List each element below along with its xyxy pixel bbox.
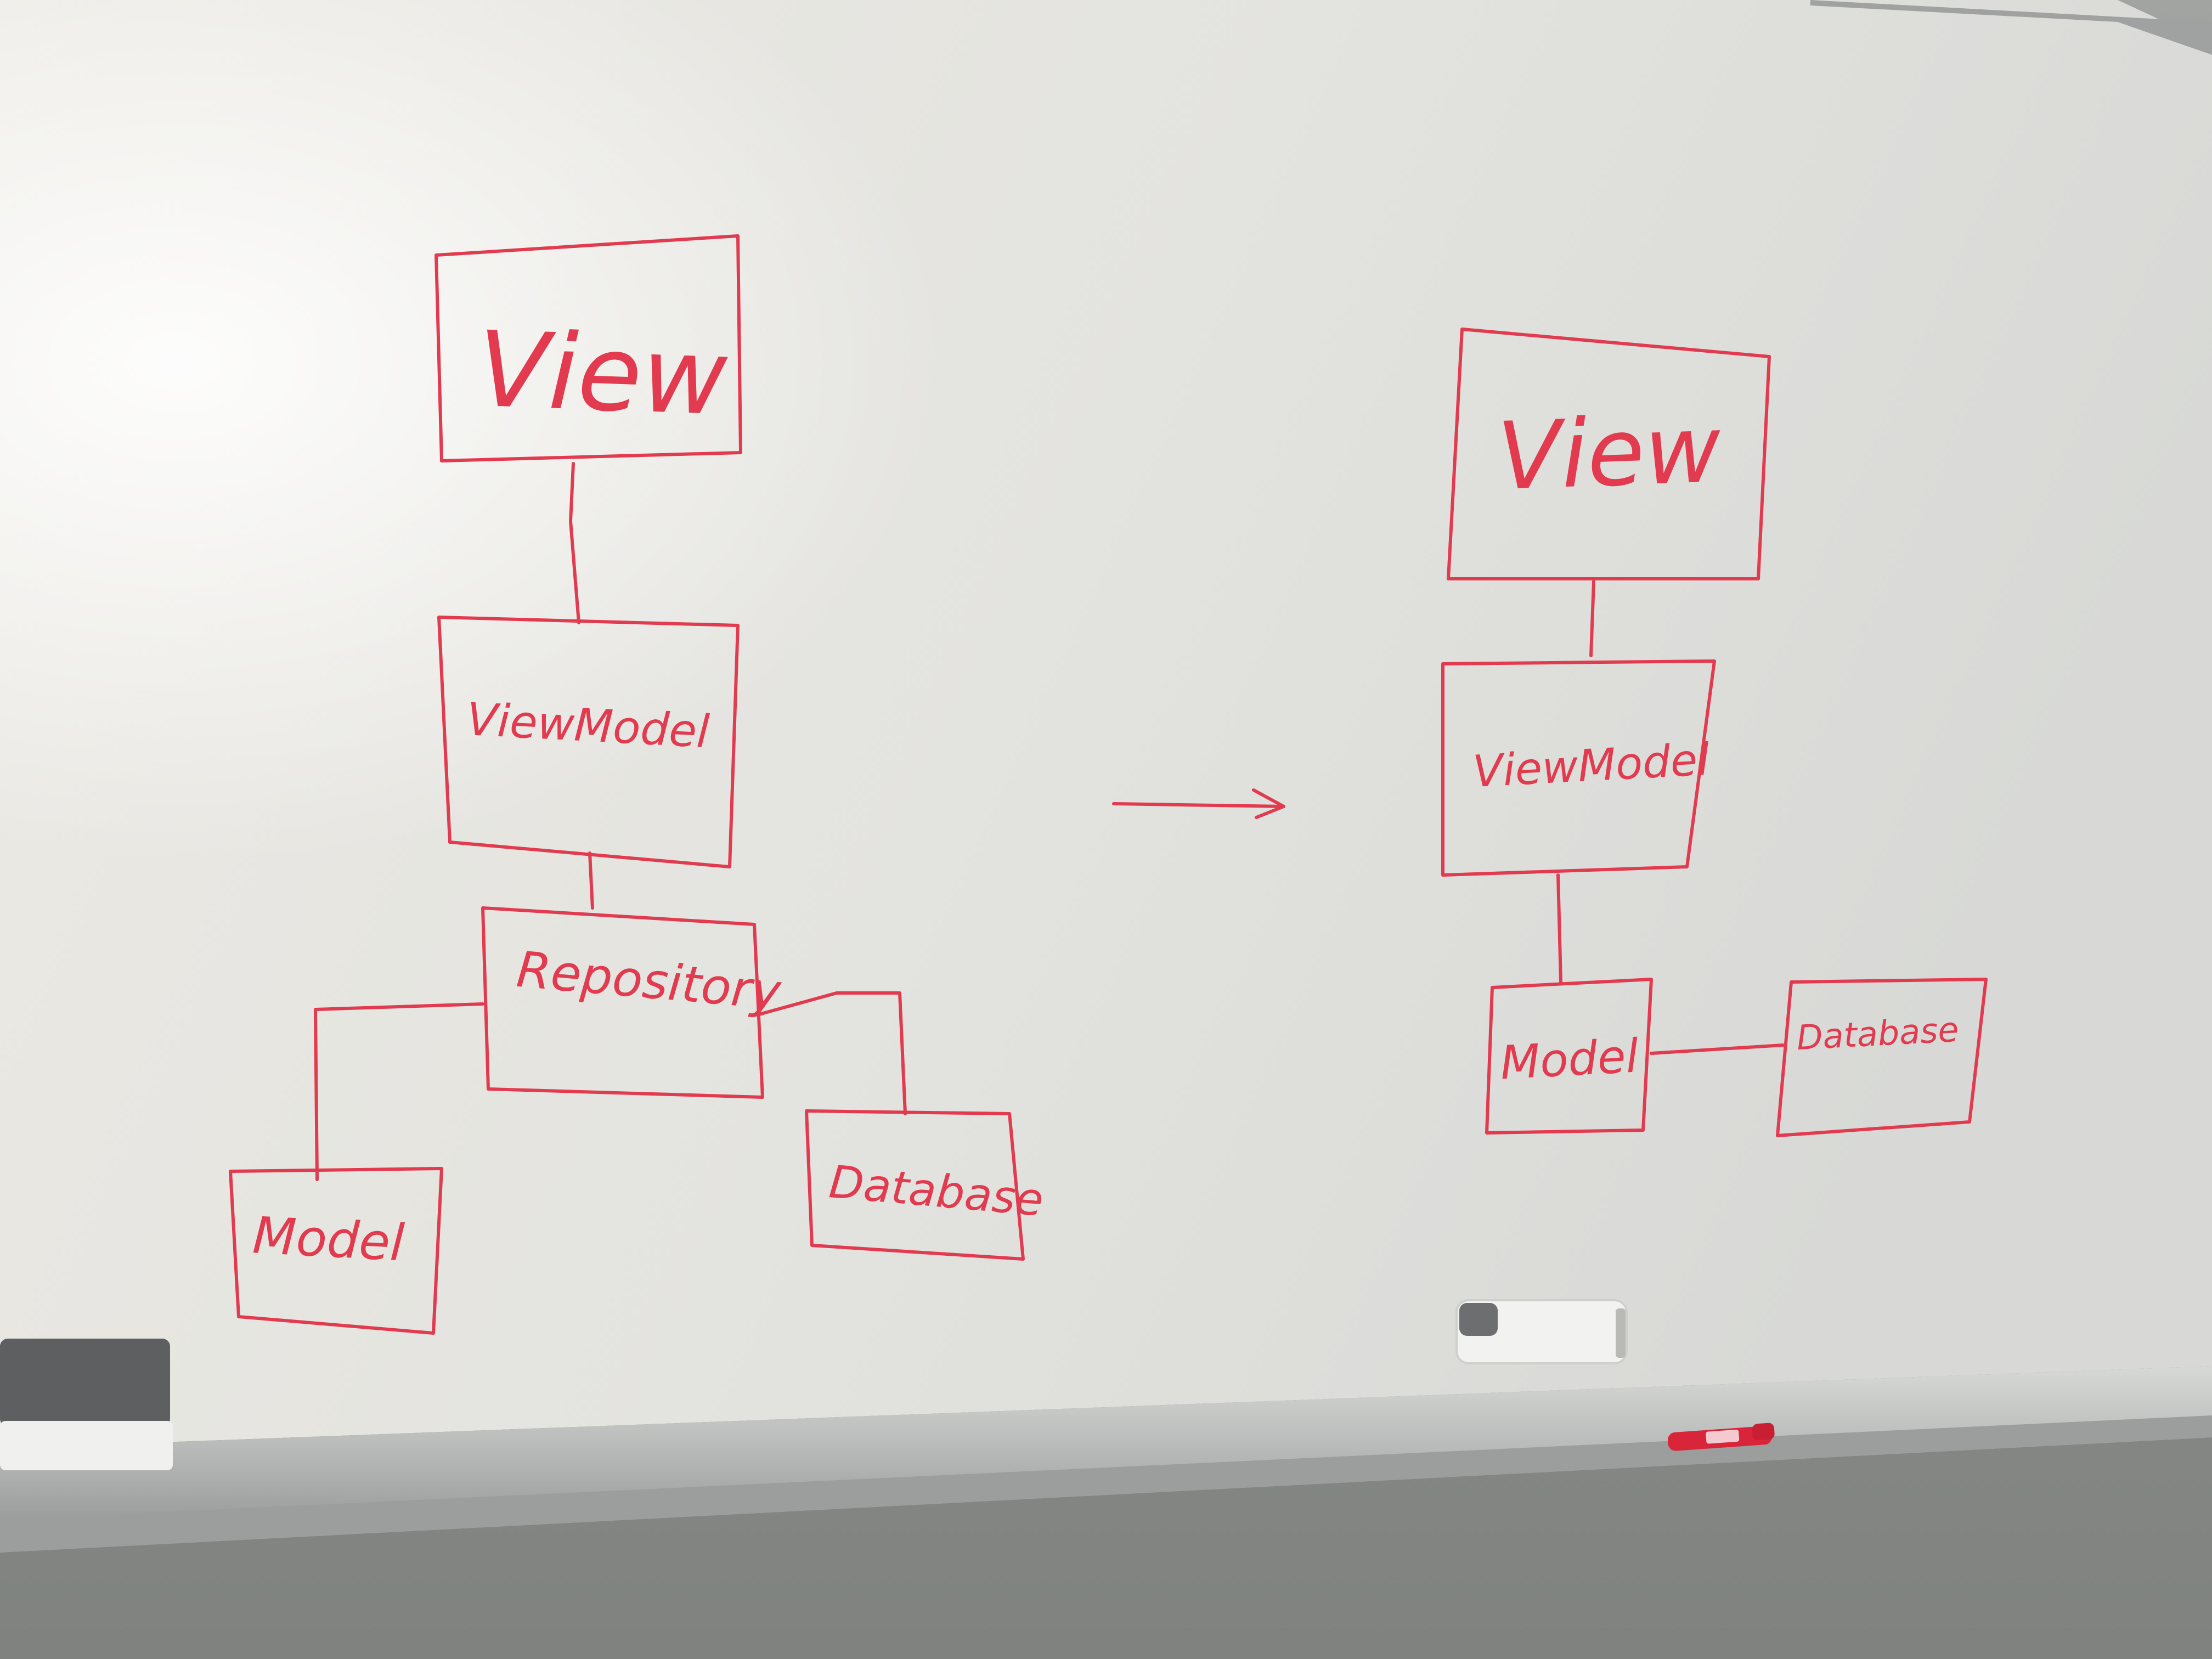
- right-model-label: Model: [1499, 1029, 1640, 1090]
- right-viewmodel-box: [1441, 659, 1716, 877]
- right-database-box: [1776, 978, 1988, 1137]
- right-connector-viewmodel-model: [1556, 873, 1562, 984]
- left-connector-view-viewmodel: [569, 462, 580, 624]
- left-view-label: View: [476, 309, 730, 439]
- whiteboard-top-frame: [1810, 0, 2212, 55]
- left-connector-repository-database: [755, 991, 907, 1115]
- left-viewmodel-label: ViewModel: [465, 693, 710, 758]
- left-viewmodel-box: [437, 616, 740, 868]
- right-database-label: Database: [1796, 1009, 1960, 1058]
- right-view-box: [1447, 328, 1771, 580]
- right-view-label: View: [1496, 395, 1723, 511]
- right-model-box: [1485, 978, 1653, 1135]
- center-eraser[interactable]: [1455, 1299, 1628, 1364]
- left-diagram: [229, 234, 1025, 1335]
- left-database-box: [805, 1109, 1025, 1261]
- left-model-box: [229, 1167, 443, 1335]
- right-diagram: [1441, 328, 1988, 1137]
- left-connector-viewmodel-repository: [588, 851, 594, 910]
- left-repository-box: [481, 906, 764, 1099]
- transition-arrow: [1112, 788, 1285, 819]
- left-eraser[interactable]: [0, 1339, 173, 1470]
- left-view-box: [435, 234, 742, 462]
- right-connector-view-viewmodel: [1589, 580, 1595, 657]
- right-connector-model-database: [1650, 1043, 1785, 1055]
- marker-tray-lip: [0, 1415, 2212, 1553]
- red-marker[interactable]: [1667, 1423, 1775, 1452]
- whiteboard-glare: [0, 0, 2212, 1448]
- right-viewmodel-label: ViewModel: [1471, 734, 1711, 797]
- left-model-label: Model: [251, 1206, 406, 1272]
- left-connector-repository-model: [314, 1002, 484, 1181]
